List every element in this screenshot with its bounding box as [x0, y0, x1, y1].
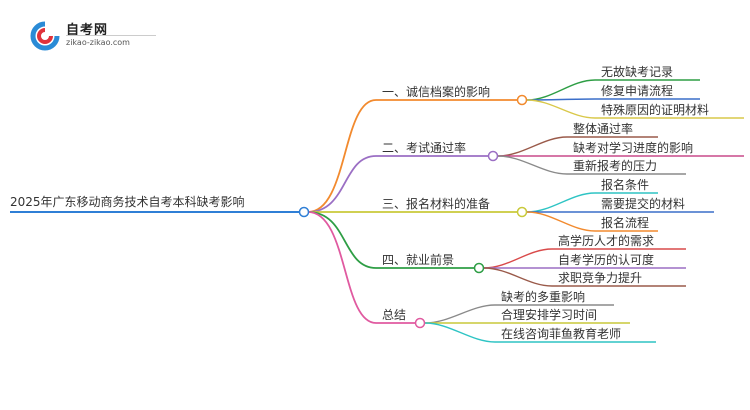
root-toggle-icon[interactable] [298, 206, 310, 218]
child-label: 自考学历的认可度 [558, 253, 655, 267]
branch-link [307, 155, 488, 213]
branch-label: 四、就业前景 [382, 253, 455, 267]
logo-divider [66, 35, 156, 36]
child-label: 需要提交的材料 [601, 197, 686, 211]
branch-toggle-icon[interactable] [516, 94, 528, 106]
child-label: 整体通过率 [573, 122, 634, 136]
logo-mark-icon [30, 21, 60, 51]
branch-link [307, 211, 474, 269]
child-label: 修复申请流程 [601, 84, 674, 98]
child-label: 缺考对学习进度的影响 [573, 141, 694, 155]
branch-toggle-icon[interactable] [487, 150, 499, 162]
child-label: 重新报考的压力 [573, 159, 658, 173]
branch-toggle-icon[interactable] [516, 206, 528, 218]
branch-link [307, 99, 517, 213]
child-label: 报名条件 [601, 178, 650, 192]
logo-name: 自考网 [66, 23, 109, 38]
logo-domain: zikao-zikao.com [66, 38, 130, 47]
child-link [424, 322, 656, 343]
child-link [497, 155, 686, 175]
branch-toggle-icon[interactable] [473, 262, 485, 274]
child-label: 特殊原因的证明材料 [601, 103, 710, 117]
child-label: 在线咨询菲鱼教育老师 [501, 327, 622, 341]
child-link [526, 211, 658, 232]
branch-toggle-icon[interactable] [414, 317, 426, 329]
mindmap-root: 2025年广东移动商务技术自考本科缺考影响 [10, 195, 245, 209]
branch-label: 总结 [382, 308, 407, 322]
child-link [526, 99, 744, 119]
child-label: 高学历人才的需求 [558, 234, 655, 248]
child-link [483, 267, 686, 287]
site-logo: 自考网 zikao-zikao.com [30, 18, 156, 54]
branch-label: 三、报名材料的准备 [382, 197, 491, 211]
branch-label: 二、考试通过率 [382, 141, 467, 155]
child-label: 报名流程 [601, 216, 650, 230]
branch-link [307, 211, 415, 324]
child-label: 无故缺考记录 [601, 65, 674, 79]
child-label: 求职竞争力提升 [558, 271, 643, 285]
child-label: 合理安排学习时间 [501, 308, 598, 322]
child-label: 缺考的多重影响 [501, 290, 586, 304]
child-link [526, 98, 700, 101]
branch-label: 一、诚信档案的影响 [382, 85, 491, 99]
